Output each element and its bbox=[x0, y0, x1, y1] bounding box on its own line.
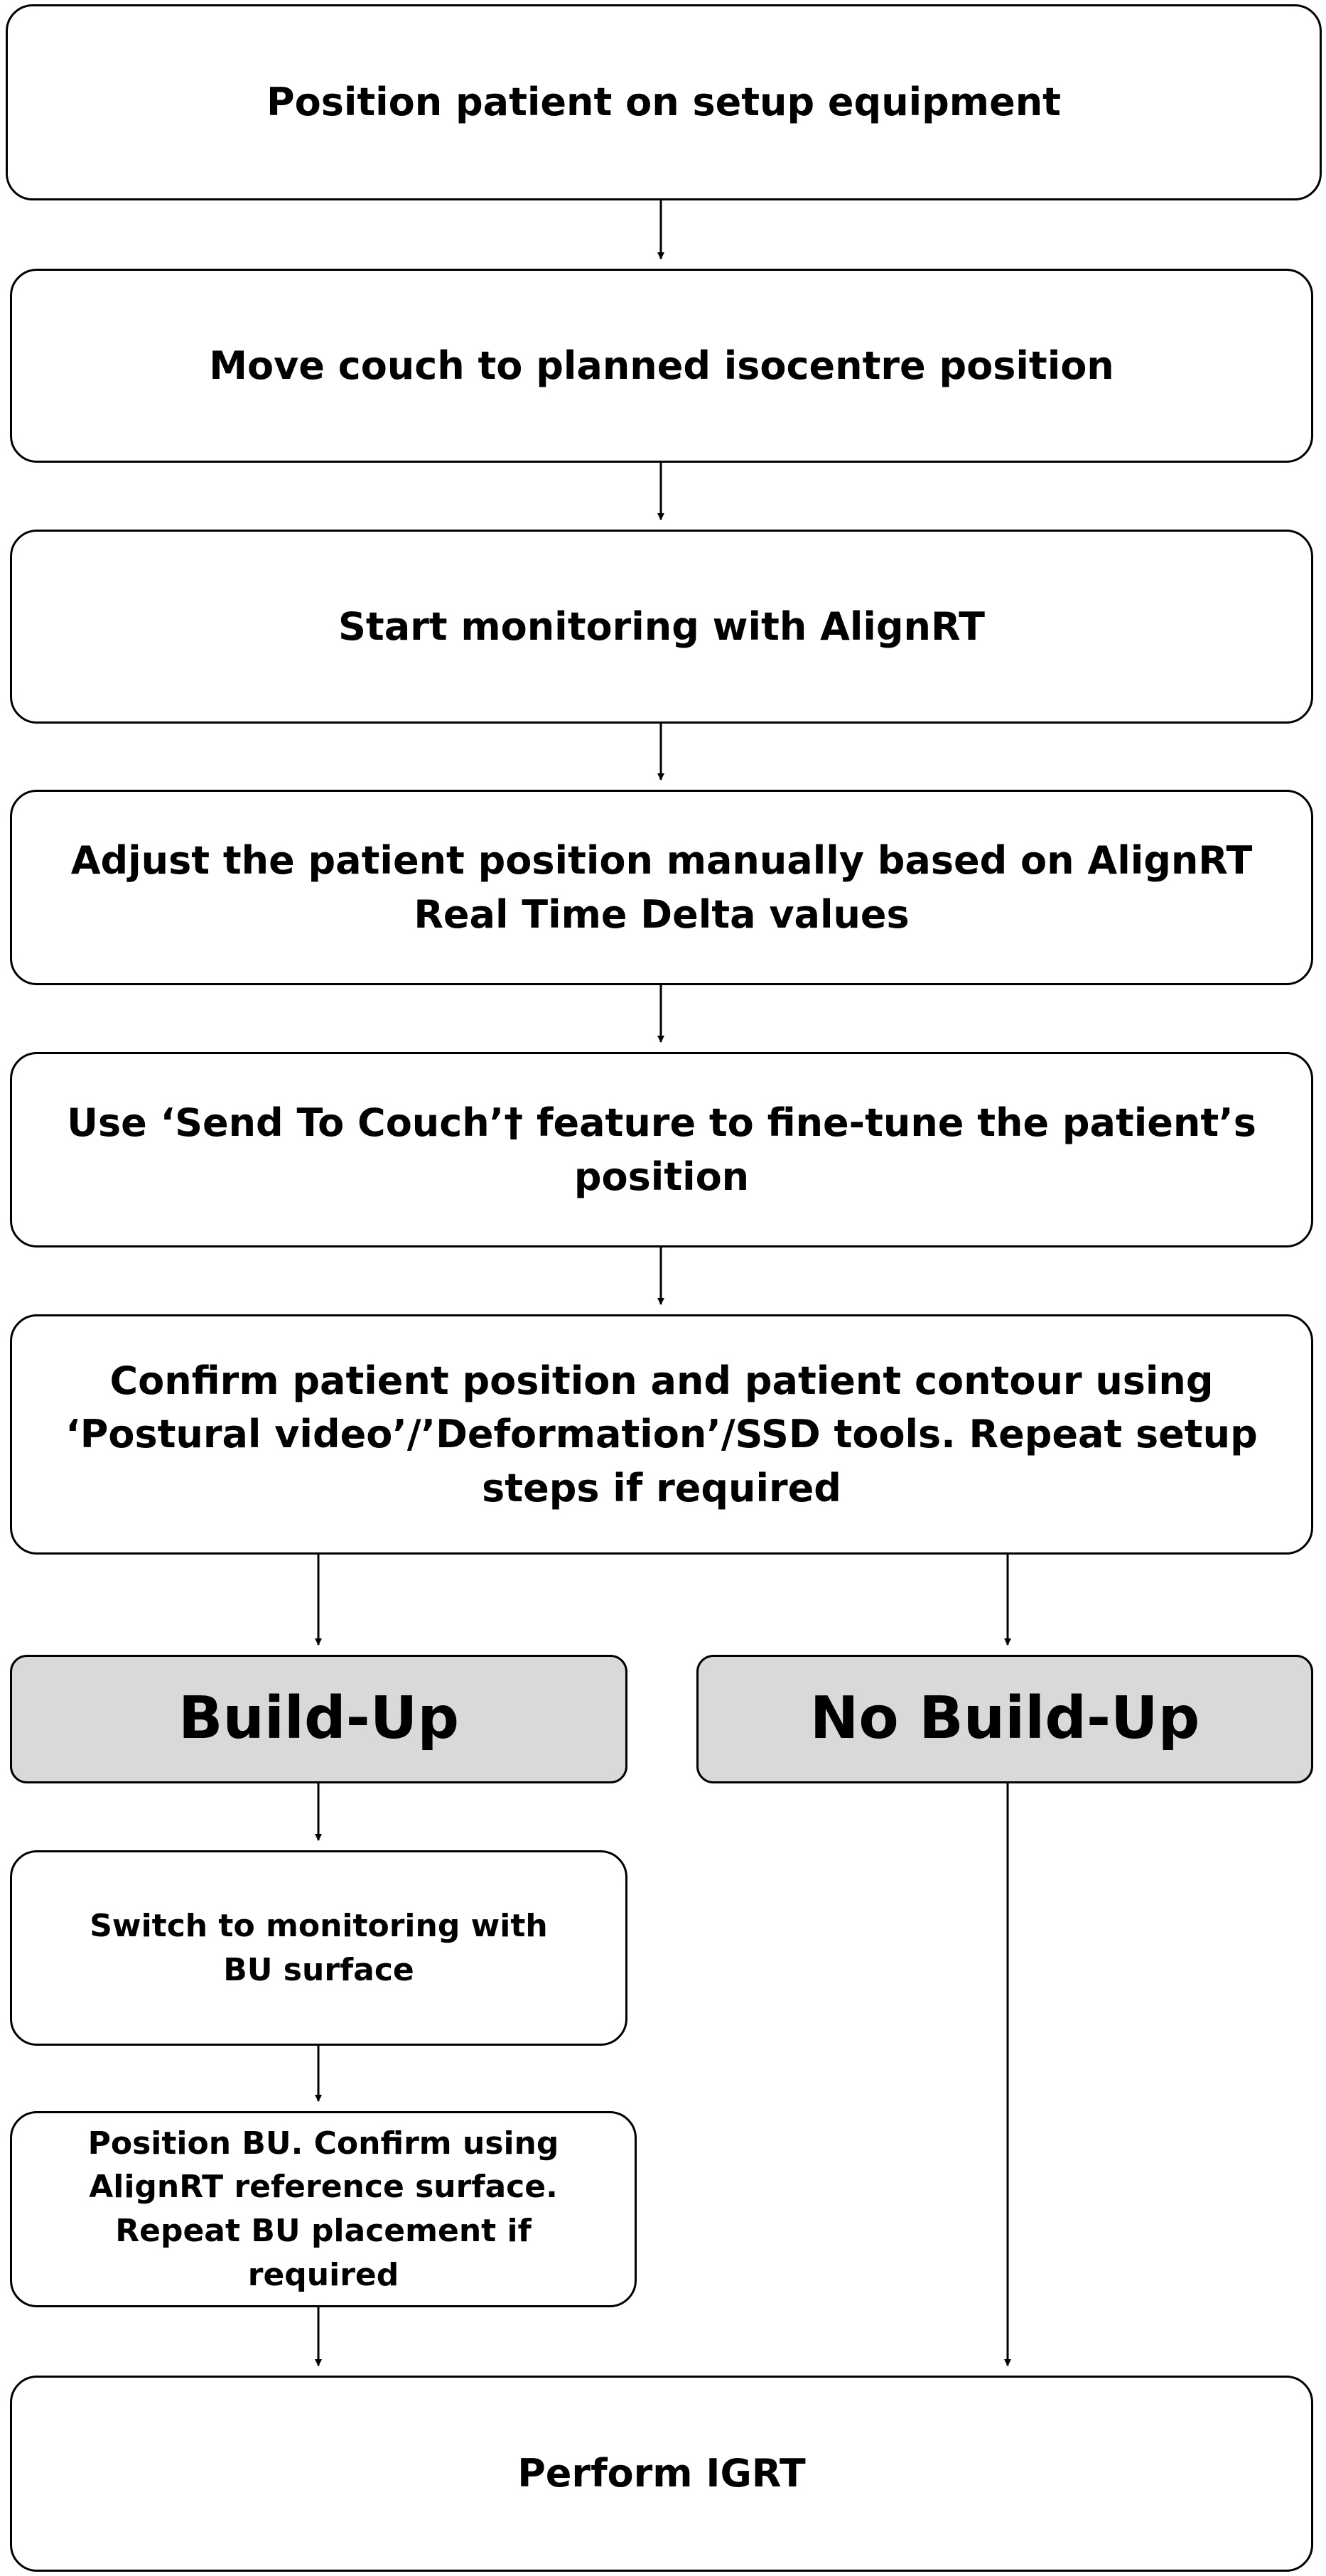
step-perform-igrt-label: Perform IGRT bbox=[517, 2451, 806, 2496]
step-switch-monitoring: Switch to monitoring with BU surface bbox=[10, 1850, 627, 2046]
branch-build-up: Build-Up bbox=[10, 1655, 627, 1783]
step-perform-igrt: Perform IGRT bbox=[10, 2376, 1313, 2572]
step-send-to-couch-label: Use ‘Send To Couch’† feature to fine-tun… bbox=[67, 1100, 1256, 1199]
step-start-monitoring-label: Start monitoring with AlignRT bbox=[338, 603, 985, 649]
branch-build-up-label: Build-Up bbox=[178, 1685, 460, 1753]
step-position-patient: Position patient on setup equipment bbox=[6, 4, 1322, 200]
step-switch-monitoring-label: Switch to monitoring with BU surface bbox=[90, 1907, 548, 1988]
branch-no-build-up-label: No Build-Up bbox=[809, 1685, 1200, 1753]
step-start-monitoring: Start monitoring with AlignRT bbox=[10, 530, 1313, 724]
branch-no-build-up: No Build-Up bbox=[696, 1655, 1313, 1783]
step-position-bu-label: Position BU. Confirm using AlignRT refer… bbox=[87, 2125, 559, 2293]
step-send-to-couch: Use ‘Send To Couch’† feature to fine-tun… bbox=[10, 1052, 1313, 1247]
step-adjust-position-label: Adjust the patient position manually bas… bbox=[70, 837, 1253, 937]
step-position-patient-label: Position patient on setup equipment bbox=[266, 80, 1061, 125]
step-move-couch-label: Move couch to planned isocentre position bbox=[209, 343, 1114, 388]
step-adjust-position: Adjust the patient position manually bas… bbox=[10, 790, 1313, 985]
step-confirm-position-label: Confirm patient position and patient con… bbox=[65, 1358, 1258, 1510]
step-move-couch: Move couch to planned isocentre position bbox=[10, 269, 1313, 463]
step-confirm-position: Confirm patient position and patient con… bbox=[10, 1314, 1313, 1555]
step-position-bu: Position BU. Confirm using AlignRT refer… bbox=[10, 2111, 637, 2307]
